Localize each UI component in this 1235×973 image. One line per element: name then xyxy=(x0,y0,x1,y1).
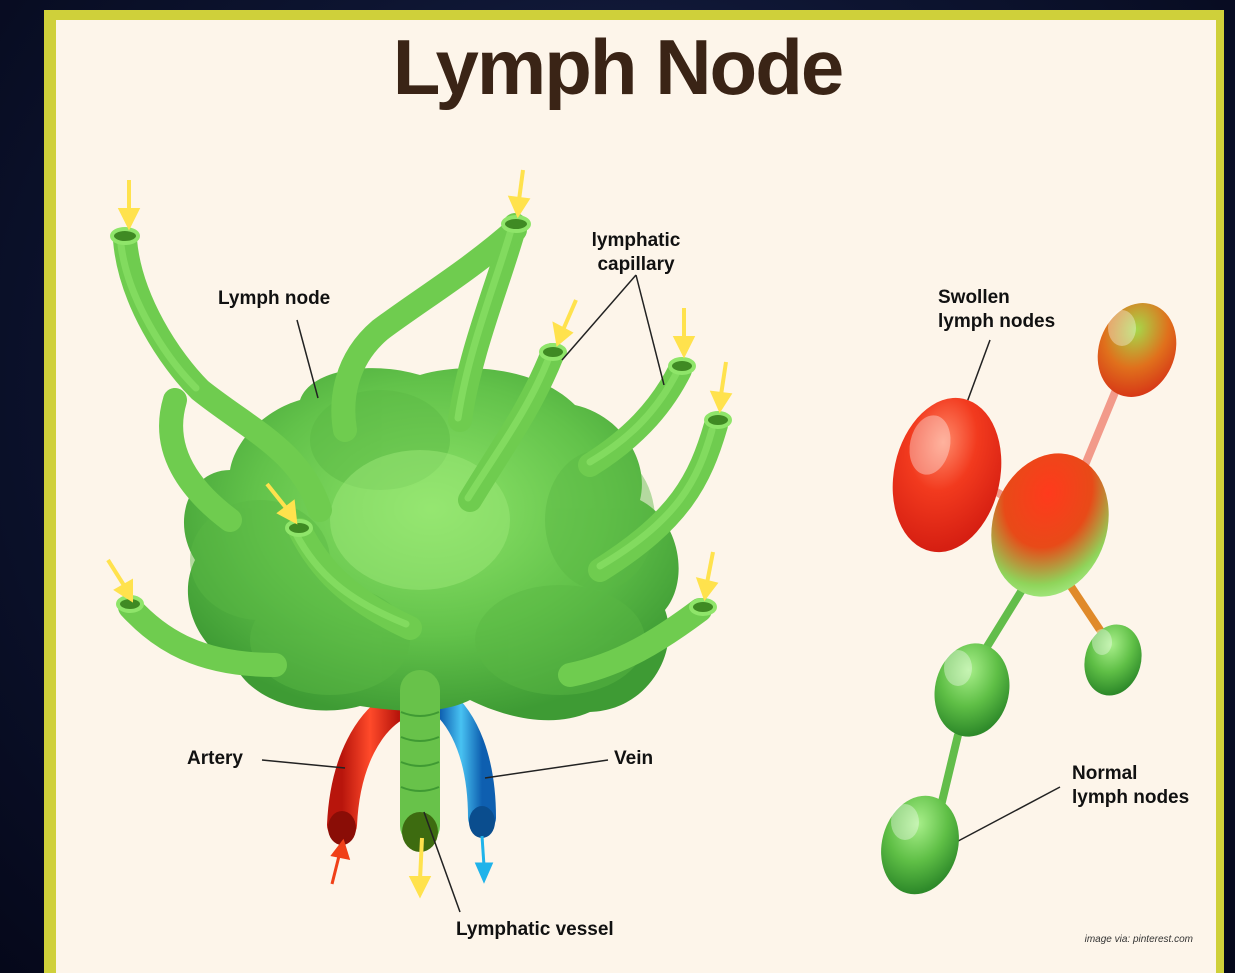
label-artery: Artery xyxy=(187,747,243,771)
lymph-node-leader xyxy=(297,320,318,398)
normal-node-2 xyxy=(1077,618,1150,702)
top-node xyxy=(1085,292,1189,408)
label-line: Swollen xyxy=(938,286,1055,310)
image-credit: image via: pinterest.com xyxy=(1085,934,1193,945)
capillary-leader-1 xyxy=(562,275,636,360)
label-lymphatic-capillary: lymphatic capillary xyxy=(576,229,696,277)
artery-leader xyxy=(262,760,345,768)
label-line: lymphatic xyxy=(576,229,696,253)
vein xyxy=(440,700,482,818)
label-line: Normal xyxy=(1072,762,1189,786)
label-line: lymph nodes xyxy=(1072,786,1189,810)
lymphatic-vessel-leader xyxy=(424,812,460,912)
label-normal-lymph-nodes: Normal lymph nodes xyxy=(1072,762,1189,810)
label-swollen-lymph-nodes: Swollen lymph nodes xyxy=(938,286,1055,334)
label-line: capillary xyxy=(576,253,696,277)
artery-opening xyxy=(328,811,356,845)
artery xyxy=(342,705,398,825)
label-lymph-node: Lymph node xyxy=(218,287,330,311)
normal-node-1 xyxy=(926,636,1018,743)
label-line: lymph nodes xyxy=(938,310,1055,334)
label-lymphatic-vessel: Lymphatic vessel xyxy=(456,918,614,942)
capillary-leader-2 xyxy=(636,275,664,385)
normal-node-3 xyxy=(870,787,969,903)
vein-leader xyxy=(485,760,608,778)
capillary-1 xyxy=(125,240,320,510)
vein-opening xyxy=(469,806,495,838)
label-vein: Vein xyxy=(614,747,653,771)
normal-leader xyxy=(945,787,1060,848)
swollen-leader xyxy=(966,340,990,405)
